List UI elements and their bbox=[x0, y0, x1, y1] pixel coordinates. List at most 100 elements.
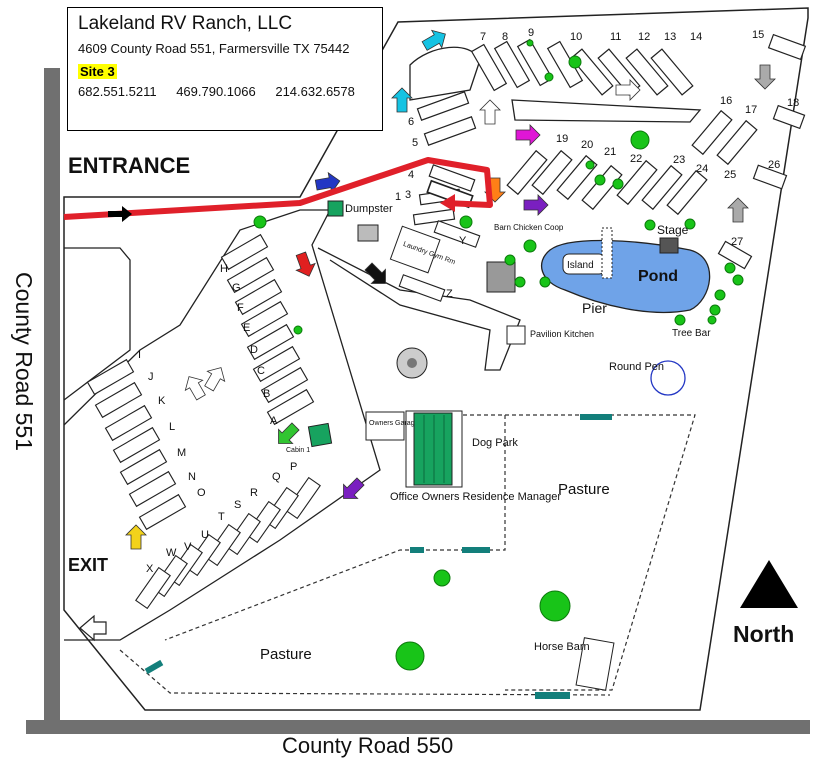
tree-icon bbox=[630, 130, 650, 150]
north-road-2 bbox=[409, 46, 481, 101]
shed bbox=[357, 224, 379, 242]
rv-site-2 bbox=[412, 208, 456, 226]
entrance-arrow-icon bbox=[108, 206, 132, 222]
fence-mid bbox=[164, 415, 506, 641]
gate bbox=[462, 547, 490, 553]
gate bbox=[410, 547, 424, 553]
rv-site-17 bbox=[716, 119, 758, 166]
rv-site-label-15: 15 bbox=[752, 29, 764, 41]
rv-site-label-10: 10 bbox=[570, 31, 582, 43]
rv-site-Y bbox=[433, 220, 481, 248]
rv-site-label-19: 19 bbox=[556, 133, 568, 145]
tree-icon bbox=[612, 178, 624, 190]
tree-icon bbox=[514, 276, 526, 288]
direction-arrow-icon bbox=[295, 251, 316, 277]
owners-residence bbox=[413, 412, 453, 486]
rv-site-X bbox=[135, 566, 171, 610]
rv-site-label-H: H bbox=[220, 263, 228, 275]
rv-site-14 bbox=[650, 48, 694, 96]
residence-outline bbox=[405, 410, 463, 488]
direction-arrow-icon bbox=[204, 367, 226, 392]
tree-icon bbox=[724, 262, 736, 274]
rv-site-label-D: D bbox=[250, 344, 258, 356]
round-pen-label: Round Pen bbox=[609, 361, 664, 373]
rv-site-23 bbox=[616, 159, 658, 206]
tree-icon bbox=[433, 569, 451, 587]
trees bbox=[253, 39, 744, 671]
rv-site-label-U: U bbox=[201, 529, 209, 541]
rv-site-label-26: 26 bbox=[768, 159, 780, 171]
rv-site-label-R: R bbox=[250, 487, 258, 499]
rv-site-Z bbox=[398, 274, 446, 302]
tree-bar-label: Tree Bar bbox=[672, 328, 711, 339]
rv-site-label-25: 25 bbox=[724, 169, 736, 181]
business-name: Lakeland RV Ranch, LLC bbox=[78, 13, 293, 34]
gate bbox=[144, 659, 164, 675]
rv-site-label-23: 23 bbox=[673, 154, 685, 166]
rv-site-label-L: L bbox=[169, 421, 175, 433]
fountain-center bbox=[407, 358, 417, 368]
rv-site-label-Z: Z bbox=[446, 288, 453, 300]
rv-site-label-K: K bbox=[158, 395, 166, 407]
rv-site-P bbox=[285, 476, 321, 520]
tree-icon bbox=[585, 160, 595, 170]
rv-site-label-14: 14 bbox=[690, 31, 702, 43]
rv-site-O bbox=[138, 493, 187, 531]
exit-label: EXIT bbox=[68, 555, 108, 575]
rv-site-C bbox=[252, 345, 301, 383]
owners-garage bbox=[365, 411, 405, 441]
fence-east bbox=[463, 414, 696, 691]
rv-site-label-6: 6 bbox=[408, 116, 414, 128]
direction-arrow-icon bbox=[343, 477, 365, 499]
rv-site-label-4: 4 bbox=[408, 169, 414, 181]
pier-label: Pier bbox=[582, 300, 607, 316]
rv-site-27 bbox=[717, 240, 753, 270]
tree-icon bbox=[523, 239, 537, 253]
dumpster-icon bbox=[327, 200, 344, 217]
address: 4609 County Road 551, Farmersville TX 75… bbox=[78, 41, 350, 56]
north-label: North bbox=[733, 621, 794, 647]
horse-barn bbox=[575, 637, 615, 691]
rv-site-6 bbox=[416, 91, 470, 121]
rv-site-4 bbox=[428, 164, 476, 192]
tree-icon bbox=[459, 215, 473, 229]
rv-site-label-8: 8 bbox=[502, 31, 508, 43]
road-550 bbox=[26, 720, 810, 734]
phones: 682.551.5211 469.790.1066 214.632.6578 bbox=[78, 84, 372, 99]
pasture-south-label: Pasture bbox=[260, 646, 312, 663]
phone-1: 682.551.5211 bbox=[78, 84, 157, 99]
rv-site-label-X: X bbox=[146, 563, 154, 575]
rv-site-M bbox=[119, 448, 168, 486]
tree-icon bbox=[714, 289, 726, 301]
direction-arrow-icon bbox=[479, 99, 501, 125]
gate bbox=[535, 692, 570, 699]
tree-icon bbox=[684, 218, 696, 230]
tree-icon bbox=[293, 325, 303, 335]
stage-label: Stage bbox=[657, 223, 689, 237]
rv-site-label-27: 27 bbox=[731, 236, 743, 248]
barn-label: Barn Chicken Coop bbox=[494, 223, 564, 232]
rv-site-H bbox=[220, 233, 269, 271]
rv-site-L bbox=[112, 426, 161, 464]
road-551 bbox=[44, 68, 60, 728]
tree-icon bbox=[732, 274, 744, 286]
fence-south bbox=[119, 649, 611, 696]
rv-site-K bbox=[104, 404, 153, 442]
rv-site-label-Y: Y bbox=[459, 235, 467, 247]
rv-site-8 bbox=[493, 40, 531, 89]
rv-site-label-16: 16 bbox=[720, 95, 732, 107]
cabin bbox=[307, 422, 333, 448]
dog-park-label: Dog Park bbox=[472, 437, 518, 449]
route-arrowhead-icon bbox=[440, 194, 455, 212]
rv-site-5 bbox=[423, 116, 477, 146]
horse-barn-label: Horse Barn bbox=[534, 641, 590, 653]
direction-arrow-icon bbox=[615, 79, 641, 101]
rv-site-label-17: 17 bbox=[745, 104, 757, 116]
tree-icon bbox=[539, 276, 551, 288]
tree-icon bbox=[395, 641, 425, 671]
rv-site-25 bbox=[666, 169, 708, 216]
direction-arrows bbox=[125, 29, 776, 550]
rv-site-R bbox=[245, 500, 281, 544]
north-arrow-icon bbox=[740, 560, 798, 608]
